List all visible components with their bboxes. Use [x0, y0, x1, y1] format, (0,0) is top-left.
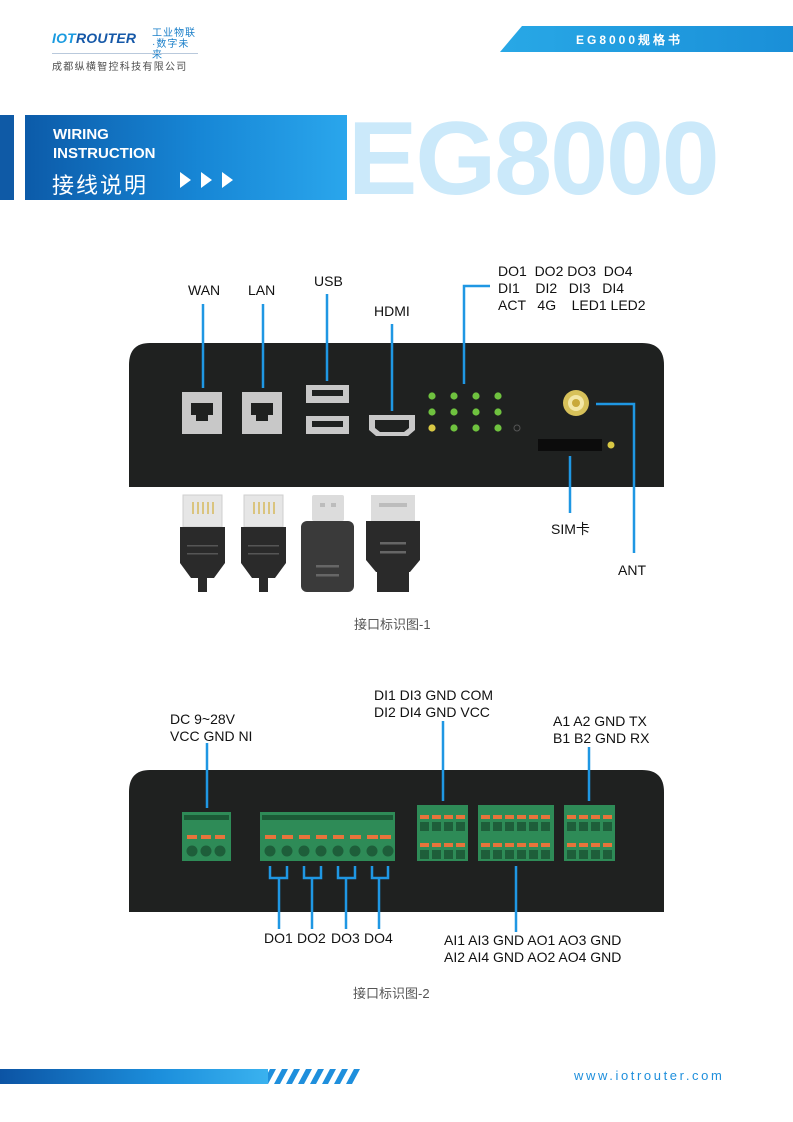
serial-label-row-1: A1 A2 GND TX [553, 713, 647, 729]
do2-label: DO2 [297, 930, 326, 946]
logo-divider [52, 53, 198, 54]
usb-label: USB [314, 273, 343, 289]
footer-stripes-icon [262, 1069, 360, 1084]
company-name: 成都纵横智控科技有限公司 [52, 62, 188, 73]
wan-port-icon [182, 392, 222, 434]
model-watermark: EG8000 [348, 101, 720, 217]
lan-port-icon [242, 392, 282, 434]
serial-label-row-2: B1 B2 GND RX [553, 730, 650, 746]
led-label-row-2: DI1 DI2 DI3 DI4 [498, 280, 625, 296]
leader-lines-fig2 [205, 721, 591, 932]
company-logo: IOTROUTER 工业物联·数字未来 成都纵横智控科技有限公司 [52, 26, 212, 73]
serial-terminal-block [564, 805, 615, 861]
do1-label: DO1 [264, 930, 293, 946]
do4-label: DO4 [364, 930, 393, 946]
antenna-connector-icon [563, 390, 589, 416]
hdmi-label: HDMI [374, 303, 410, 319]
usb-cable-icon [301, 495, 354, 592]
logo-wordmark: IOTROUTER [52, 30, 137, 46]
ethernet-cable-icon [180, 494, 225, 592]
led-label-row-1: DO1 DO2 DO3 DO4 [498, 263, 633, 279]
status-led-grid [428, 392, 521, 432]
ethernet-cable-icon [241, 494, 286, 592]
led-label-row-3: ACT 4G LED1 LED2 [498, 297, 646, 313]
analog-label-row-2: AI2 AI4 GND AO2 AO4 GND [444, 949, 622, 965]
power-label-row-1: DC 9~28V [170, 711, 235, 727]
play-arrows-icon [180, 172, 243, 193]
section-title-cn: 接线说明 [52, 173, 149, 198]
usb-port-icon [306, 385, 349, 434]
do3-label: DO3 [331, 930, 360, 946]
di-label-row-2: DI2 DI4 GND VCC [374, 704, 490, 720]
ant-label: ANT [618, 562, 646, 578]
power-terminal-block [182, 812, 231, 861]
sim-label: SIM卡 [551, 521, 590, 537]
lan-label: LAN [248, 282, 276, 298]
hdmi-cable-icon [366, 495, 420, 592]
hdmi-port-icon [369, 415, 415, 436]
footer-bar [0, 1069, 268, 1084]
di-terminal-block [417, 805, 468, 861]
sim-slot-icon [538, 439, 615, 451]
analog-label-row-1: AI1 AI3 GND AO1 AO3 GND [444, 932, 622, 948]
section-title-en-1: WIRING [53, 126, 109, 143]
di-label-row-1: DI1 DI3 GND COM [374, 687, 494, 703]
leader-lines-fig1 [201, 284, 636, 553]
section-title-en-2: INSTRUCTION [53, 145, 156, 162]
analog-terminal-block [478, 805, 554, 861]
figure-1-caption: 接口标识图-1 [354, 617, 431, 632]
figure-2-caption: 接口标识图-2 [353, 986, 430, 1001]
logo-slogan: 工业物联·数字未来 [152, 28, 196, 61]
wan-label: WAN [188, 282, 221, 298]
do-terminal-block [260, 812, 395, 861]
document-title: EG8000规格书 [576, 33, 684, 47]
power-label-row-2: VCC GND NI [170, 728, 253, 744]
website-link[interactable]: www.iotrouter.com [574, 1068, 725, 1083]
document-title-tab: EG8000规格书 [500, 26, 793, 52]
section-banner: WIRING INSTRUCTION 接线说明 [25, 115, 347, 200]
section-edge-bar [0, 115, 14, 200]
